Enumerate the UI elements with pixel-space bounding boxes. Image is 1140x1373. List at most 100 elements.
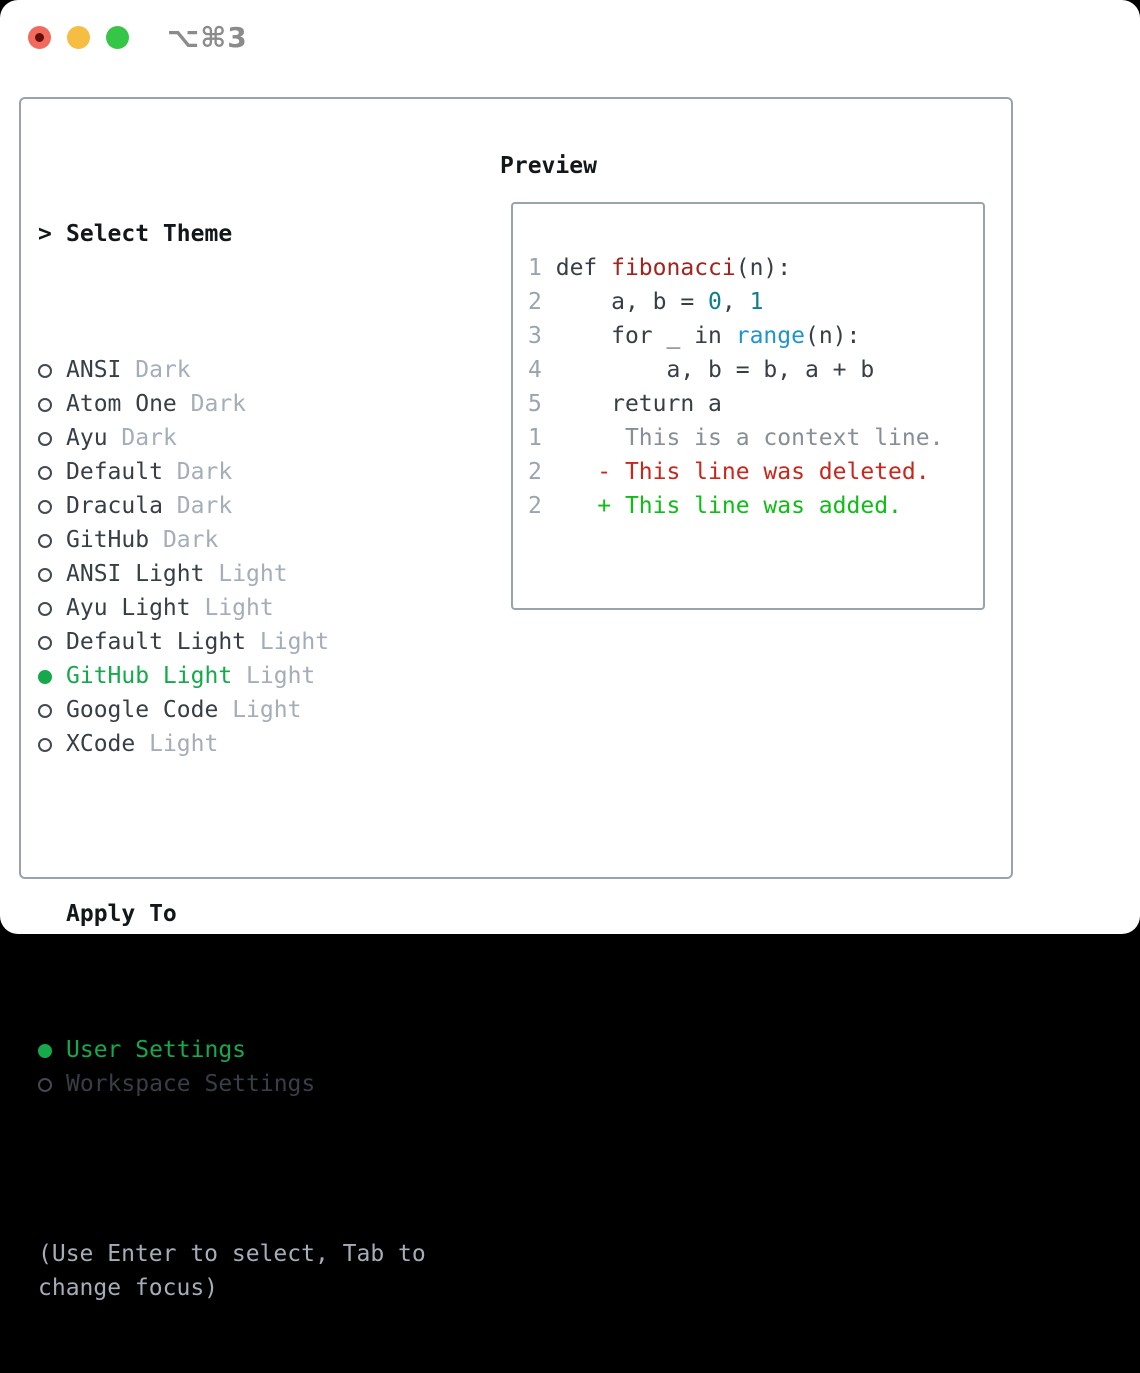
code-token: range: [735, 323, 805, 349]
radio-icon: [38, 387, 66, 421]
theme-name: XCode: [66, 731, 136, 757]
theme-variant-tag: Dark: [162, 527, 219, 553]
theme-option-ansi[interactable]: ANSI Dark: [38, 353, 454, 387]
apply-option-label: Workspace Settings: [66, 1071, 316, 1097]
select-theme-header: > Select Theme: [38, 217, 454, 251]
radio-circle: [38, 636, 52, 650]
radio-icon: [38, 1067, 66, 1101]
radio-circle: [38, 500, 52, 514]
radio-circle: [38, 364, 52, 378]
theme-option-default-light[interactable]: Default Light Light: [38, 625, 454, 659]
code-token: a, b =: [555, 289, 709, 315]
hint-text: (Use Enter to select, Tab to change focu…: [38, 1241, 426, 1301]
spacer: [191, 595, 205, 621]
theme-variant-tag: Light: [232, 697, 302, 723]
code-token: for _ in: [555, 323, 736, 349]
close-dot-icon: [35, 33, 44, 42]
line-number: 1: [528, 425, 542, 451]
theme-name: Default Light: [66, 629, 247, 655]
code-token: 1: [749, 289, 764, 315]
theme-option-ayu-light[interactable]: Ayu Light Light: [38, 591, 454, 625]
code-line: 3 for _ in range(n):: [528, 319, 983, 353]
theme-variant-tag: Dark: [190, 391, 247, 417]
theme-name: ANSI: [66, 357, 122, 383]
spacer: [204, 561, 218, 587]
theme-option-ayu[interactable]: Ayu Dark: [38, 421, 454, 455]
code-token: ,: [721, 289, 750, 315]
select-theme-title: Select Theme: [66, 221, 233, 247]
theme-variant-tag: Dark: [176, 493, 233, 519]
theme-variant-tag: Dark: [135, 357, 191, 383]
apply-option-workspace-settings[interactable]: Workspace Settings: [38, 1067, 454, 1101]
prompt-icon: >: [38, 221, 52, 247]
apply-to-title: Apply To: [66, 901, 177, 927]
theme-name: Dracula: [66, 493, 163, 519]
close-button[interactable]: [28, 26, 51, 49]
theme-option-atom-one[interactable]: Atom One Dark: [38, 387, 454, 421]
preview-box: 1 def fibonacci(n): 2 a, b = 0, 1 3 for _ …: [511, 202, 985, 610]
line-number: 3: [528, 323, 542, 349]
code-token: def: [555, 255, 612, 281]
diff-text: This is a context line.: [541, 425, 944, 451]
preview-title: Preview: [500, 153, 597, 179]
radio-icon: [38, 421, 66, 455]
theme-name: GitHub: [66, 527, 150, 553]
radio-icon: [38, 353, 66, 387]
theme-option-default[interactable]: Default Dark: [38, 455, 454, 489]
code-token: 0: [708, 289, 722, 315]
diff-block: 1 This is a context line. 2 - This line w…: [528, 421, 983, 523]
theme-name: Ayu Light: [66, 595, 191, 621]
radio-icon: [38, 455, 66, 489]
code-token: (n):: [735, 255, 792, 281]
diff-text: - This line was deleted.: [541, 459, 930, 485]
theme-option-github-light[interactable]: GitHub Light Light: [38, 659, 454, 693]
radio-circle: [38, 1078, 52, 1092]
diff-line-deleted: 2 - This line was deleted.: [528, 455, 983, 489]
zoom-button[interactable]: [106, 26, 129, 49]
radio-circle: [38, 432, 52, 446]
radio-icon: [38, 591, 66, 625]
apply-option-user-settings[interactable]: User Settings: [38, 1033, 454, 1067]
radio-icon: [38, 489, 66, 523]
radio-circle: [38, 466, 52, 480]
line-number: 2: [528, 459, 542, 485]
radio-circle: [38, 398, 52, 412]
radio-circle: [38, 704, 52, 718]
radio-circle: [38, 602, 52, 616]
code-line: 4 a, b = b, a + b: [528, 353, 983, 387]
radio-circle: [38, 568, 52, 582]
radio-selected-icon: [38, 1033, 66, 1067]
theme-variant-tag: Light: [259, 629, 330, 655]
line-number: 1: [528, 255, 542, 281]
line-number: 2: [528, 289, 542, 315]
spacer: [163, 459, 177, 485]
minimize-button[interactable]: [67, 26, 90, 49]
radio-icon: [38, 693, 66, 727]
theme-option-github[interactable]: GitHub Dark: [38, 523, 454, 557]
spacer: [149, 527, 163, 553]
radio-icon: [38, 557, 66, 591]
theme-name: Google Code: [66, 697, 219, 723]
theme-option-google-code[interactable]: Google Code Light: [38, 693, 454, 727]
spacer: [163, 493, 177, 519]
code-token: fibonacci: [611, 255, 736, 281]
radio-circle: [38, 670, 52, 684]
theme-option-xcode[interactable]: XCode Light: [38, 727, 454, 761]
radio-circle: [38, 738, 52, 752]
theme-name: ANSI Light: [66, 561, 205, 587]
theme-name: Default: [66, 459, 163, 485]
theme-variant-tag: Light: [149, 731, 219, 757]
diff-line-added: 2 + This line was added.: [528, 489, 983, 523]
line-number: 2: [528, 493, 542, 519]
theme-option-dracula[interactable]: Dracula Dark: [38, 489, 454, 523]
spacer: [135, 731, 149, 757]
radio-circle: [38, 1044, 52, 1058]
theme-option-ansi-light[interactable]: ANSI Light Light: [38, 557, 454, 591]
radio-circle: [38, 534, 52, 548]
code-token: return a: [555, 391, 722, 417]
